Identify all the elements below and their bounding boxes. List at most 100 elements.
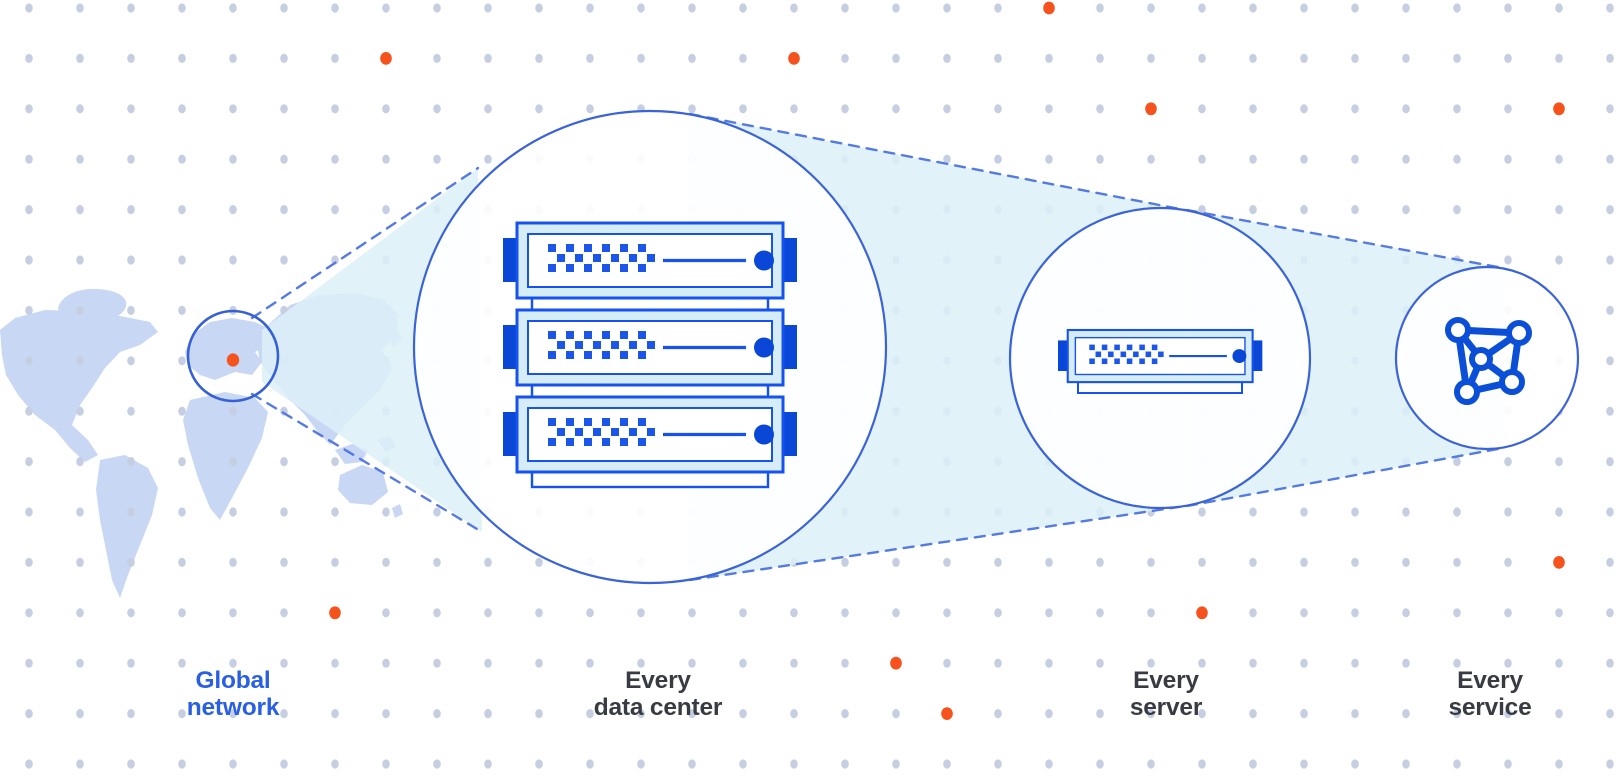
grid-dot xyxy=(841,104,849,114)
grid-dot xyxy=(637,53,645,64)
grid-dot xyxy=(1402,759,1410,769)
grid-dot xyxy=(1096,53,1104,64)
grid-dot xyxy=(76,709,84,719)
grid-dot xyxy=(229,255,237,265)
grid-dot xyxy=(586,53,594,64)
grid-dot xyxy=(25,658,33,668)
accent-dot xyxy=(1043,1,1055,15)
grid-dot xyxy=(382,104,390,114)
grid-dot xyxy=(1453,53,1461,64)
grid-dot xyxy=(382,759,390,769)
grid-dot xyxy=(1300,608,1308,618)
grid-dot xyxy=(1096,608,1104,618)
grid-dot xyxy=(841,608,849,618)
label-line: server xyxy=(1129,694,1203,721)
grid-dot xyxy=(127,608,135,618)
grid-dot xyxy=(841,3,849,13)
grid-dot xyxy=(127,53,135,64)
grid-dot xyxy=(76,356,84,366)
grid-dot xyxy=(1147,759,1155,769)
grid-dot xyxy=(739,104,747,114)
grid-dot xyxy=(1504,154,1512,164)
grid-dot xyxy=(1351,104,1359,114)
grid-dot xyxy=(1402,3,1410,13)
dashed-guides xyxy=(250,112,1505,582)
grid-dot xyxy=(994,709,1002,719)
grid-dot xyxy=(586,608,594,618)
grid-dot xyxy=(637,658,645,668)
grid-dot xyxy=(229,709,237,719)
grid-dot xyxy=(1096,557,1104,568)
grid-dot xyxy=(1300,154,1308,164)
grid-dot xyxy=(1300,3,1308,13)
grid-dot xyxy=(637,709,645,719)
grid-dot xyxy=(178,406,186,416)
grid-dot xyxy=(943,104,951,114)
grid-dot xyxy=(535,53,543,64)
grid-dot xyxy=(127,205,135,215)
grid-dot xyxy=(1453,104,1461,114)
grid-dot xyxy=(331,658,339,668)
grid-dot xyxy=(76,658,84,668)
grid-dot xyxy=(1300,104,1308,114)
grid-dot xyxy=(1555,507,1563,517)
accent-dot xyxy=(941,707,953,720)
grid-dot xyxy=(178,557,186,568)
grid-dot xyxy=(1147,557,1155,568)
grid-dot xyxy=(178,507,186,517)
grid-dot xyxy=(127,104,135,114)
grid-dot xyxy=(1351,658,1359,668)
accent-dot xyxy=(1196,606,1208,620)
grid-dot xyxy=(1249,759,1257,769)
grid-dot xyxy=(433,709,441,719)
grid-dot xyxy=(1147,658,1155,668)
label-line: network xyxy=(186,694,280,721)
grid-dot xyxy=(484,658,492,668)
grid-dot xyxy=(280,709,288,719)
grid-dot xyxy=(1606,457,1614,467)
grid-dot xyxy=(1402,507,1410,517)
grid-dot xyxy=(433,759,441,769)
grid-dot xyxy=(76,53,84,64)
grid-dot xyxy=(637,608,645,618)
grid-dot xyxy=(1249,104,1257,114)
grid-dot xyxy=(892,104,900,114)
grid-dot xyxy=(1351,608,1359,618)
grid-dot xyxy=(1249,154,1257,164)
grid-dot xyxy=(1096,759,1104,769)
grid-dot xyxy=(280,759,288,769)
grid-dot xyxy=(1402,154,1410,164)
grid-dot xyxy=(127,356,135,366)
grid-dot xyxy=(1198,658,1206,668)
grid-dot xyxy=(76,759,84,769)
grid-dot xyxy=(382,658,390,668)
grid-dot xyxy=(1249,507,1257,517)
grid-dot xyxy=(280,53,288,64)
grid-dot xyxy=(1453,759,1461,769)
grid-dot xyxy=(1402,104,1410,114)
grid-dot xyxy=(1606,305,1614,315)
grid-dot xyxy=(892,557,900,568)
grid-dot xyxy=(229,457,237,467)
grid-dot xyxy=(1300,709,1308,719)
grid-dot xyxy=(76,457,84,467)
grid-dot xyxy=(892,608,900,618)
grid-dot xyxy=(1504,205,1512,215)
grid-dot xyxy=(178,53,186,64)
grid-dot xyxy=(25,3,33,13)
grid-dot xyxy=(1249,658,1257,668)
grid-dot xyxy=(1351,3,1359,13)
grid-dot xyxy=(127,154,135,164)
grid-dot xyxy=(1606,608,1614,618)
grid-dot xyxy=(229,507,237,517)
grid-dot xyxy=(484,759,492,769)
grid-dot xyxy=(229,205,237,215)
grid-dot xyxy=(76,205,84,215)
grid-dot xyxy=(1606,557,1614,568)
label-every-service: Every service xyxy=(1448,667,1531,721)
grid-dot xyxy=(1606,255,1614,265)
grid-dot xyxy=(1045,759,1053,769)
grid-dot xyxy=(76,154,84,164)
grid-dot xyxy=(280,557,288,568)
